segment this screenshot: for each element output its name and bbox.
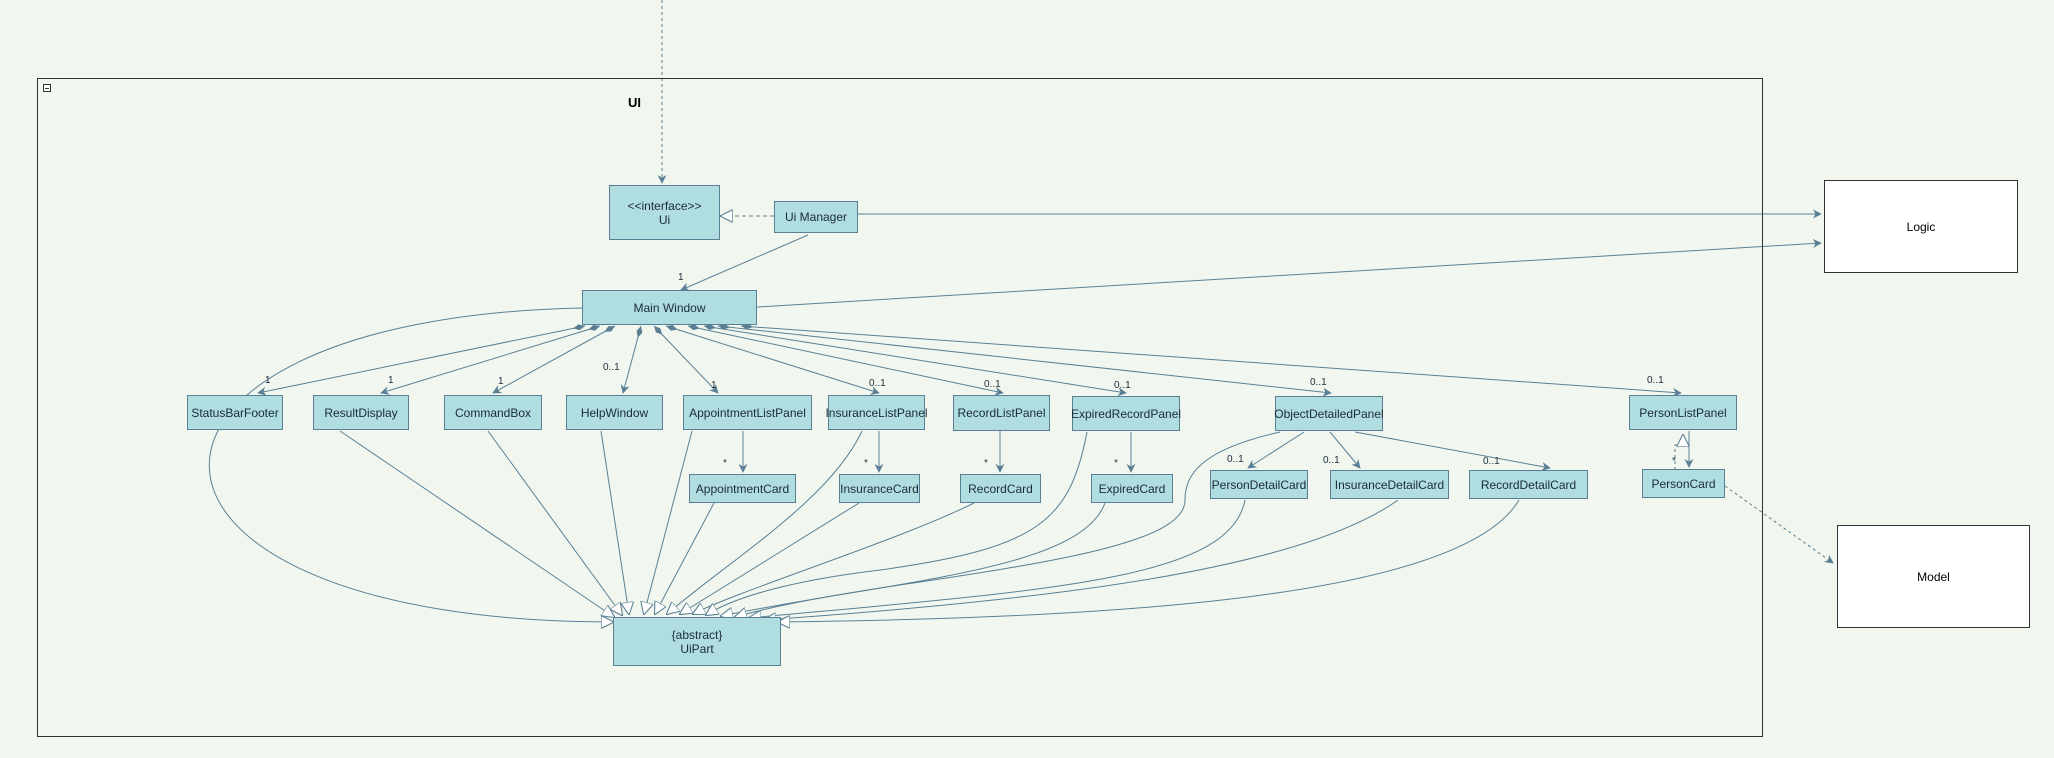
package-title: UI — [628, 95, 641, 110]
collapse-icon[interactable] — [43, 84, 51, 92]
appointment-list-panel-box[interactable]: AppointmentListPanel — [683, 395, 812, 430]
mult-command-box: 1 — [498, 376, 504, 387]
mult-object-detailed-panel: 0..1 — [1310, 377, 1327, 388]
result-display-box[interactable]: ResultDisplay — [313, 395, 409, 430]
mult-appointment-card: * — [723, 458, 727, 469]
mult-expired-card: * — [1114, 458, 1118, 469]
record-list-panel-box[interactable]: RecordListPanel — [953, 395, 1050, 431]
mult-main-window: 1 — [678, 272, 684, 283]
insurance-list-panel-box[interactable]: InsuranceListPanel — [825, 395, 928, 430]
mult-insurance-detail-card: 0..1 — [1323, 455, 1340, 466]
insurance-detail-card-box[interactable]: InsuranceDetailCard — [1330, 470, 1449, 499]
mult-record-list-panel: 0..1 — [984, 379, 1001, 390]
mult-record-card: * — [984, 458, 988, 469]
appointment-card-box[interactable]: AppointmentCard — [689, 474, 796, 503]
status-bar-footer-box[interactable]: StatusBarFooter — [187, 395, 283, 430]
mult-person-list-panel: 0..1 — [1647, 375, 1664, 386]
object-detailed-panel-box[interactable]: ObjectDetailedPanel — [1274, 396, 1384, 431]
insurance-card-box[interactable]: InsuranceCard — [839, 474, 920, 503]
mult-person-detail-card: 0..1 — [1227, 454, 1244, 465]
model-component[interactable]: Model — [1837, 525, 2030, 628]
record-card-box[interactable]: RecordCard — [960, 474, 1041, 503]
command-box-box[interactable]: CommandBox — [444, 395, 542, 430]
person-card-box[interactable]: PersonCard — [1642, 469, 1725, 498]
mult-insurance-card: * — [864, 458, 868, 469]
ui-manager-box[interactable]: Ui Manager — [774, 201, 858, 233]
mult-appointment-list-panel: 1 — [711, 380, 717, 391]
mult-person-card: * — [1672, 456, 1676, 467]
main-window-box[interactable]: Main Window — [582, 290, 757, 325]
logic-component[interactable]: Logic — [1824, 180, 2018, 273]
ui-part-stereotype: {abstract} — [671, 627, 723, 642]
help-window-box[interactable]: HelpWindow — [566, 395, 663, 430]
ui-part-box[interactable]: {abstract} UiPart — [613, 617, 781, 666]
ui-part-name: UiPart — [680, 641, 714, 656]
mult-insurance-list-panel: 0..1 — [869, 378, 886, 389]
ui-package: UI — [37, 78, 1763, 737]
expired-card-box[interactable]: ExpiredCard — [1091, 474, 1173, 503]
person-list-panel-box[interactable]: PersonListPanel — [1629, 395, 1737, 430]
ui-name: Ui — [658, 212, 671, 227]
record-detail-card-box[interactable]: RecordDetailCard — [1469, 470, 1588, 499]
mult-record-detail-card: 0..1 — [1483, 456, 1500, 467]
expired-record-panel-box[interactable]: ExpiredRecordPanel — [1071, 396, 1181, 431]
ui-stereotype: <<interface>> — [627, 198, 702, 213]
person-detail-card-box[interactable]: PersonDetailCard — [1210, 470, 1308, 499]
mult-help-window: 0..1 — [603, 362, 620, 373]
ui-interface-box[interactable]: <<interface>> Ui — [609, 185, 720, 240]
mult-result-display: 1 — [388, 375, 394, 386]
mult-status-bar-footer: 1 — [265, 375, 271, 386]
mult-expired-record-panel: 0..1 — [1114, 380, 1131, 391]
